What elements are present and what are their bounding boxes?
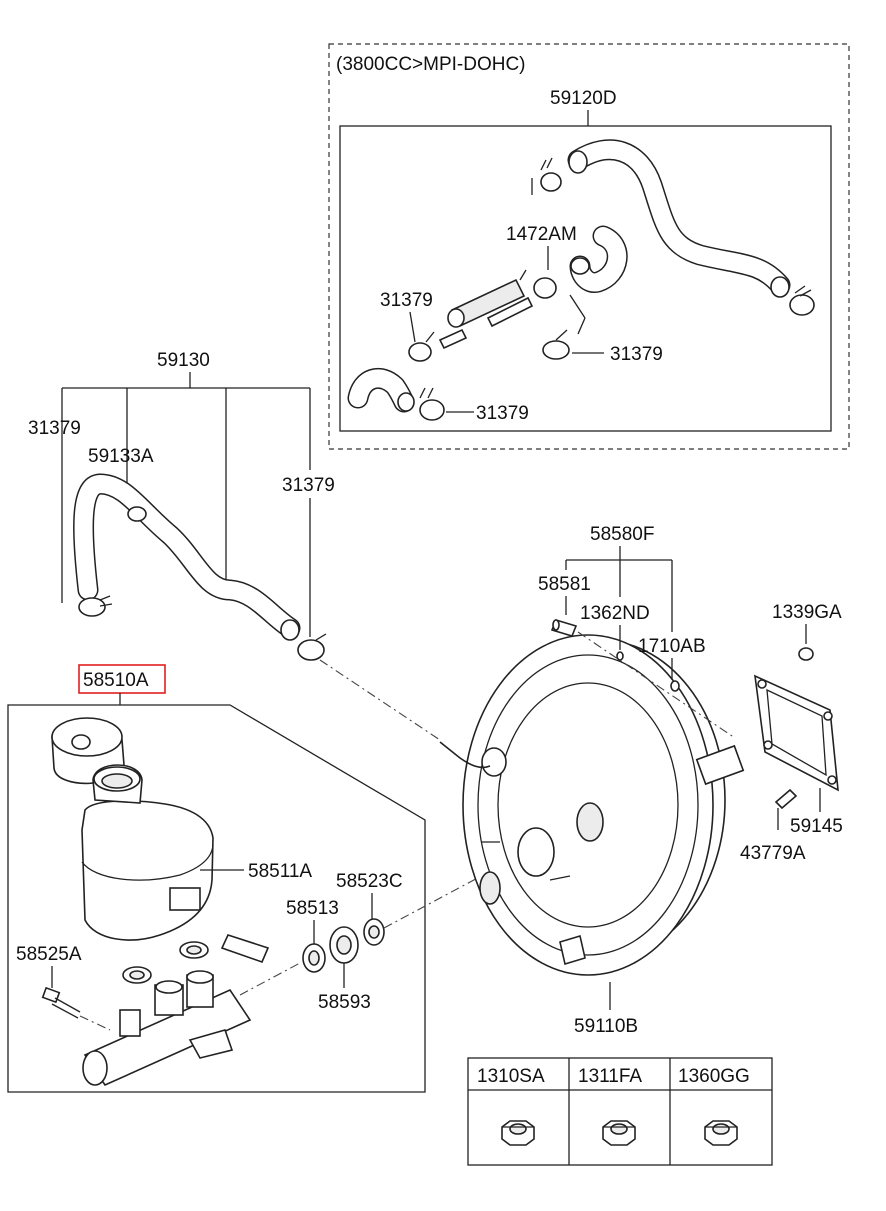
callout-1472AM[interactable]: 1472AM <box>506 224 577 245</box>
brake-booster-59110B <box>439 634 745 976</box>
check-valve <box>438 269 557 350</box>
callout-31379-a[interactable]: 31379 <box>380 290 433 311</box>
hose-clamp <box>408 331 435 362</box>
grommet <box>122 966 152 984</box>
hex-nut-icon <box>704 1120 738 1146</box>
short-hose <box>347 367 415 413</box>
callout-58523C[interactable]: 58523C <box>336 871 403 892</box>
hose-group-59130: 59130 31379 59133A 31379 <box>28 350 335 661</box>
callout-58593[interactable]: 58593 <box>318 992 371 1013</box>
hose-clamp <box>78 595 113 617</box>
callout-59145[interactable]: 59145 <box>790 816 843 837</box>
callout-58581[interactable]: 58581 <box>538 574 591 595</box>
mounting-bolt <box>41 986 81 1019</box>
clip-43779A: 43779A <box>740 788 806 864</box>
pin-group-58580F: 58580F 58581 1362ND 1710AB <box>538 524 736 739</box>
callout-58511A[interactable]: 58511A <box>248 861 312 882</box>
vacuum-hose-59120D <box>567 139 791 298</box>
callout-59120D[interactable]: 59120D <box>550 88 617 109</box>
hose-clamp <box>540 157 562 192</box>
hose-clamp <box>789 285 815 316</box>
grommet <box>179 941 209 959</box>
callout-58513[interactable]: 58513 <box>286 898 339 919</box>
callout-31379-b[interactable]: 31379 <box>610 344 663 365</box>
master-cylinder-body <box>82 970 252 1087</box>
callout-58525A[interactable]: 58525A <box>16 944 82 965</box>
callout-1362ND[interactable]: 1362ND <box>580 603 650 624</box>
reservoir-cap <box>51 717 125 785</box>
gasket-59145: 1339GA 59145 <box>754 602 843 837</box>
master-cylinder-group: 58510A 58511A 58525A <box>7 664 426 1093</box>
callout-31379-d[interactable]: 31379 <box>28 418 81 439</box>
callout-31379-c[interactable]: 31379 <box>476 403 529 424</box>
seal-58523C <box>363 918 385 946</box>
hose-clamp <box>297 633 327 661</box>
table-header-1311FA: 1311FA <box>578 1066 642 1087</box>
callout-31379-e[interactable]: 31379 <box>282 475 335 496</box>
reservoir-58511A <box>81 764 214 941</box>
callout-1710AB[interactable]: 1710AB <box>638 636 706 657</box>
callout-59130[interactable]: 59130 <box>157 350 210 371</box>
hose-clamp <box>542 329 570 360</box>
callout-59133A[interactable]: 59133A <box>88 446 154 467</box>
hose-clamp <box>419 387 445 421</box>
callout-43779A[interactable]: 43779A <box>740 843 806 864</box>
highlight-box <box>78 664 166 694</box>
variant-label: (3800CC>MPI-DOHC) <box>336 54 526 75</box>
seal-58513 <box>302 943 326 973</box>
hex-nut-icon <box>602 1120 636 1146</box>
table-header-1310SA: 1310SA <box>477 1066 545 1087</box>
nut-table: 1310SA 1311FA 1360GG <box>467 1057 773 1166</box>
table-header-1360GG: 1360GG <box>678 1066 750 1087</box>
callout-58580F[interactable]: 58580F <box>590 524 654 545</box>
callout-1339GA[interactable]: 1339GA <box>772 602 842 623</box>
variant-group-3800cc: (3800CC>MPI-DOHC) 59120D 1472AM <box>328 43 850 450</box>
callout-58510A[interactable]: 58510A <box>83 670 149 691</box>
hex-nut-icon <box>501 1120 535 1146</box>
elbow-hose-1472AM <box>569 225 628 293</box>
piston-rod <box>220 934 270 964</box>
seal-58593 <box>329 926 359 964</box>
hose-port <box>127 506 147 522</box>
callout-59110B[interactable]: 59110B <box>574 1016 638 1037</box>
